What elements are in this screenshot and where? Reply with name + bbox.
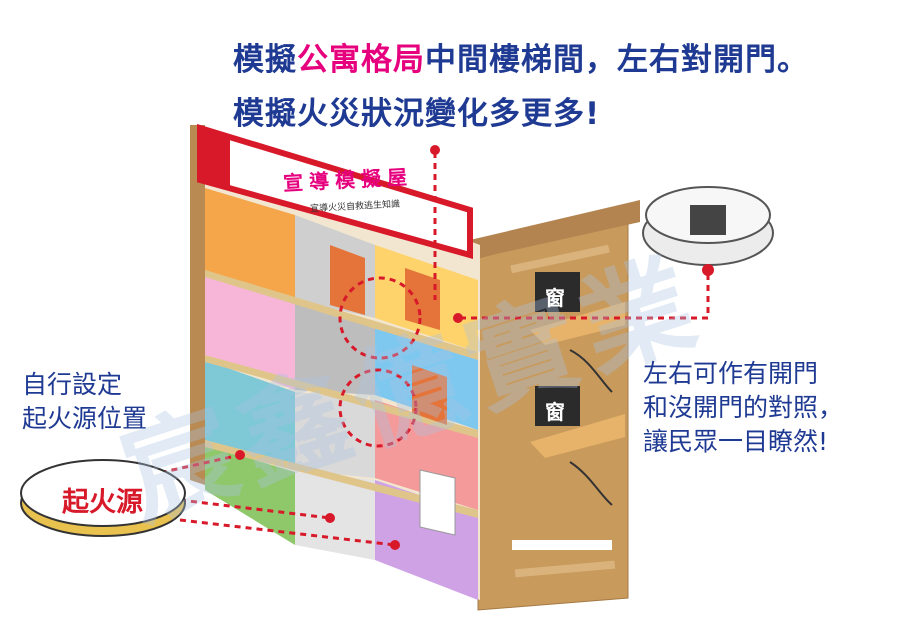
room-low-left [205, 360, 295, 470]
detector-indicator-dot [702, 264, 714, 276]
floor-slab-3 [205, 440, 478, 518]
smoke-detector-grille [690, 205, 726, 235]
left-note: 自行設定 起火源位置 [22, 368, 147, 436]
top-wood-panel [470, 200, 640, 258]
room-bottom-left [205, 445, 295, 545]
cable-1 [569, 349, 613, 393]
cable-2 [569, 461, 613, 506]
ignition-disc-top [20, 459, 186, 527]
guide-lines [149, 152, 710, 547]
window-label-1: 窗 [545, 286, 565, 310]
right-note: 左右可作有開門 和沒開門的對照， 讓民眾一目瞭然! [643, 357, 843, 459]
right-note-line-1: 左右可作有開門 [643, 359, 819, 388]
headline-1-suffix: 中間樓梯間，左右對開門。 [425, 42, 809, 78]
stair-low [295, 392, 375, 478]
sign-red-stripe [203, 131, 230, 190]
headline-1-prefix: 模擬 [233, 42, 297, 78]
stair-mid [295, 303, 375, 395]
marker-right [453, 313, 463, 323]
exit-door [419, 469, 456, 536]
rail-top [510, 244, 610, 274]
window-panel-1 [535, 272, 580, 312]
door-top-right [405, 268, 440, 330]
stair-bottom [295, 472, 375, 560]
floor-slab-1 [205, 270, 478, 360]
right-note-line-3: 讓民眾一目瞭然! [643, 427, 829, 456]
window-ledge-2 [530, 414, 625, 458]
marker-fire-2 [390, 540, 400, 550]
window-panel-2 [535, 386, 580, 426]
marker-fire-3 [235, 450, 245, 460]
floor-slab-2 [205, 355, 478, 438]
panel-slot [512, 540, 612, 550]
marker-fire-1 [325, 513, 335, 523]
door-mid [412, 365, 447, 425]
ignition-source-label: 起火源 [62, 487, 143, 518]
headline-line-2: 模擬火災狀況變化多更多! [233, 96, 601, 132]
rail-bottom [514, 560, 616, 578]
sign-board [197, 123, 473, 259]
headline-line-1: 模擬公寓格局中間樓梯間，左右對開門。 [233, 34, 809, 79]
window-ledge-1 [530, 302, 625, 345]
window-label-2: 窗 [545, 400, 565, 424]
right-note-line-2: 和沒開門的對照， [643, 393, 844, 422]
left-side-panel [190, 125, 205, 485]
door-top [330, 245, 365, 315]
headline-1-highlight: 公寓格局 [297, 42, 425, 78]
left-note-line-1: 自行設定 [22, 370, 123, 399]
marker-top [430, 145, 440, 155]
room-top-left [205, 188, 295, 300]
left-note-line-2: 起火源位置 [22, 404, 148, 433]
